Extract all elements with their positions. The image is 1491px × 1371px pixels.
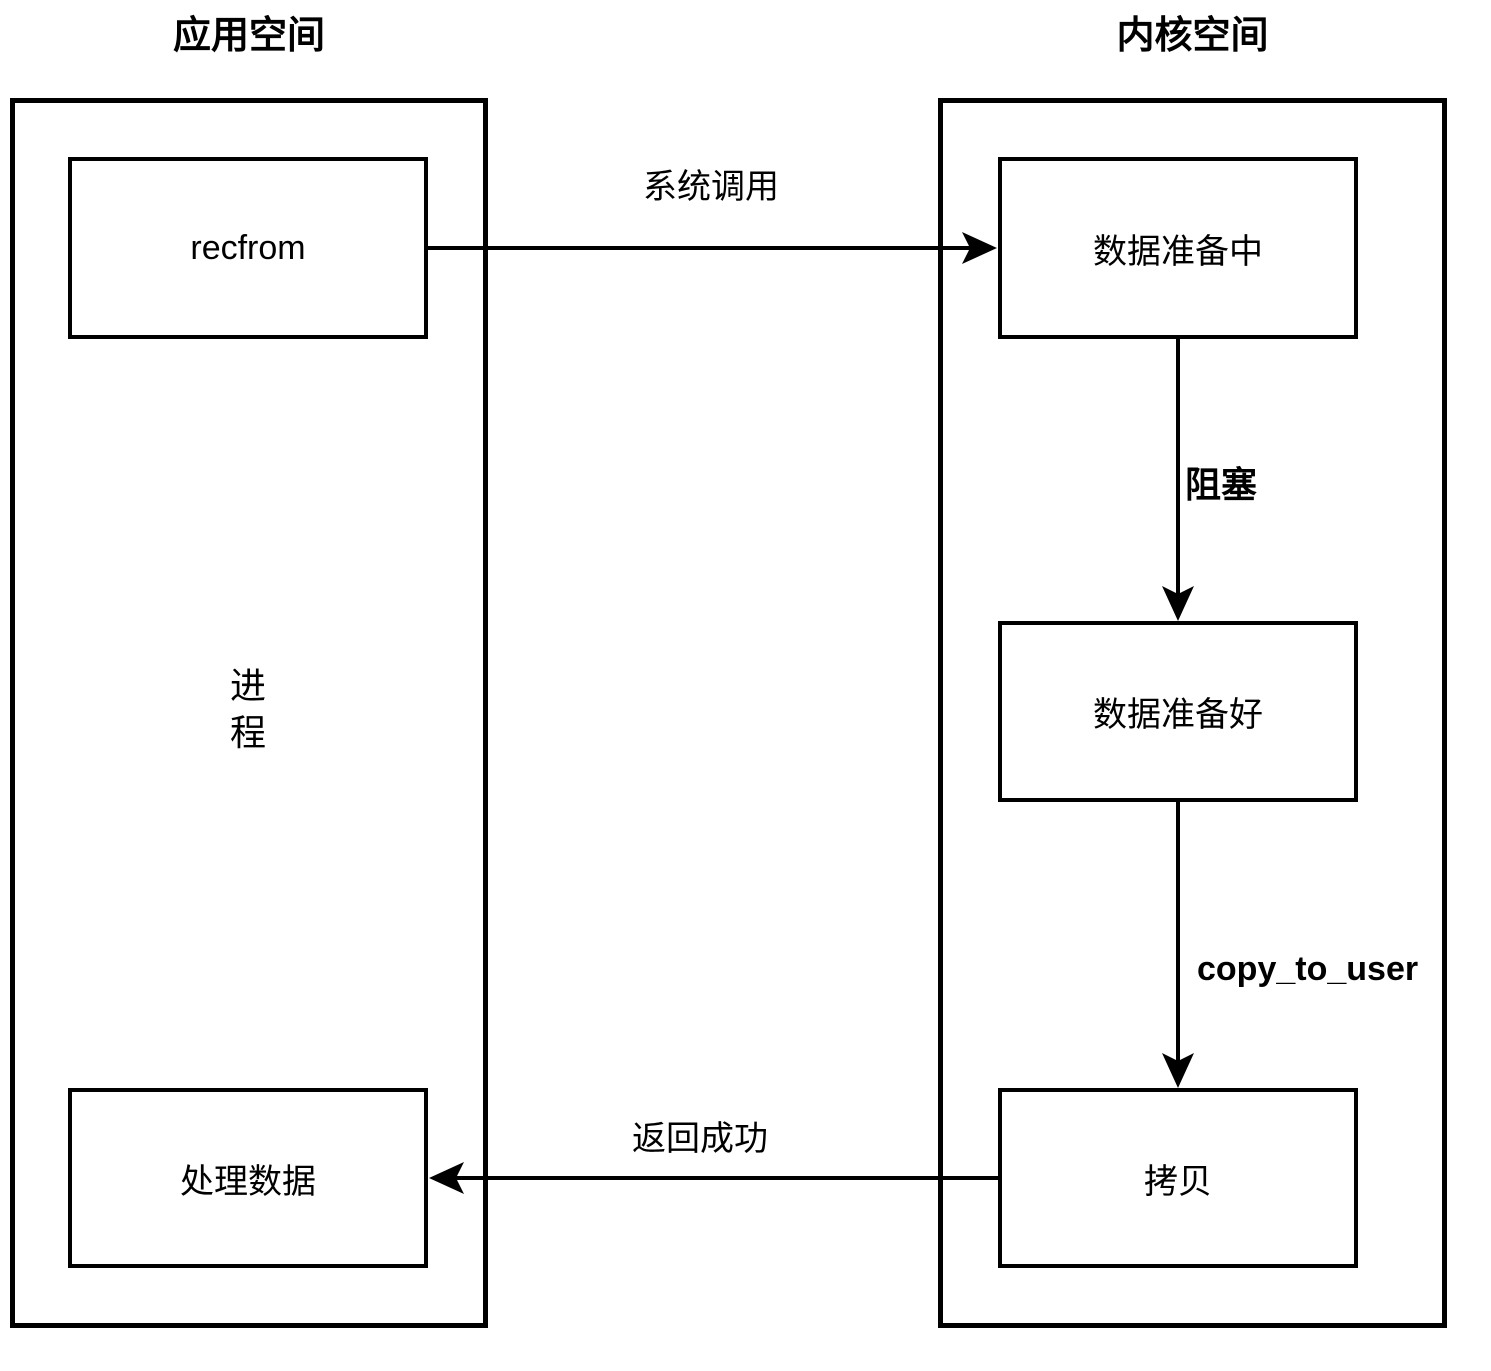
process-vertical-label-top: 进 xyxy=(229,665,266,706)
copy-node-label: 拷贝 xyxy=(1144,1162,1212,1201)
data-preparing-node: 数据准备中 xyxy=(998,157,1358,339)
copy-node: 拷贝 xyxy=(998,1088,1358,1268)
application-space-title: 应用空间 xyxy=(172,15,325,57)
blocking-arrow-label: 阻塞 xyxy=(1185,464,1258,505)
kernel-space-title: 内核空间 xyxy=(1116,15,1269,57)
recfrom-node: recfrom xyxy=(68,157,428,339)
process-vertical-label-bottom: 程 xyxy=(229,712,266,753)
process-data-node: 处理数据 xyxy=(68,1088,428,1268)
data-preparing-node-label: 数据准备中 xyxy=(1093,232,1263,271)
process-data-node-label: 处理数据 xyxy=(180,1162,316,1201)
copy-to-user-arrow-label: copy_to_user xyxy=(1197,950,1419,988)
return-success-arrow-label: 返回成功 xyxy=(632,1120,768,1158)
recfrom-node-label: recfrom xyxy=(190,228,306,267)
data-ready-node: 数据准备好 xyxy=(998,621,1358,802)
system-call-arrow-label: 系统调用 xyxy=(643,168,779,206)
process-vertical-label: 进 程 xyxy=(200,662,296,756)
data-ready-node-label: 数据准备好 xyxy=(1093,696,1263,734)
